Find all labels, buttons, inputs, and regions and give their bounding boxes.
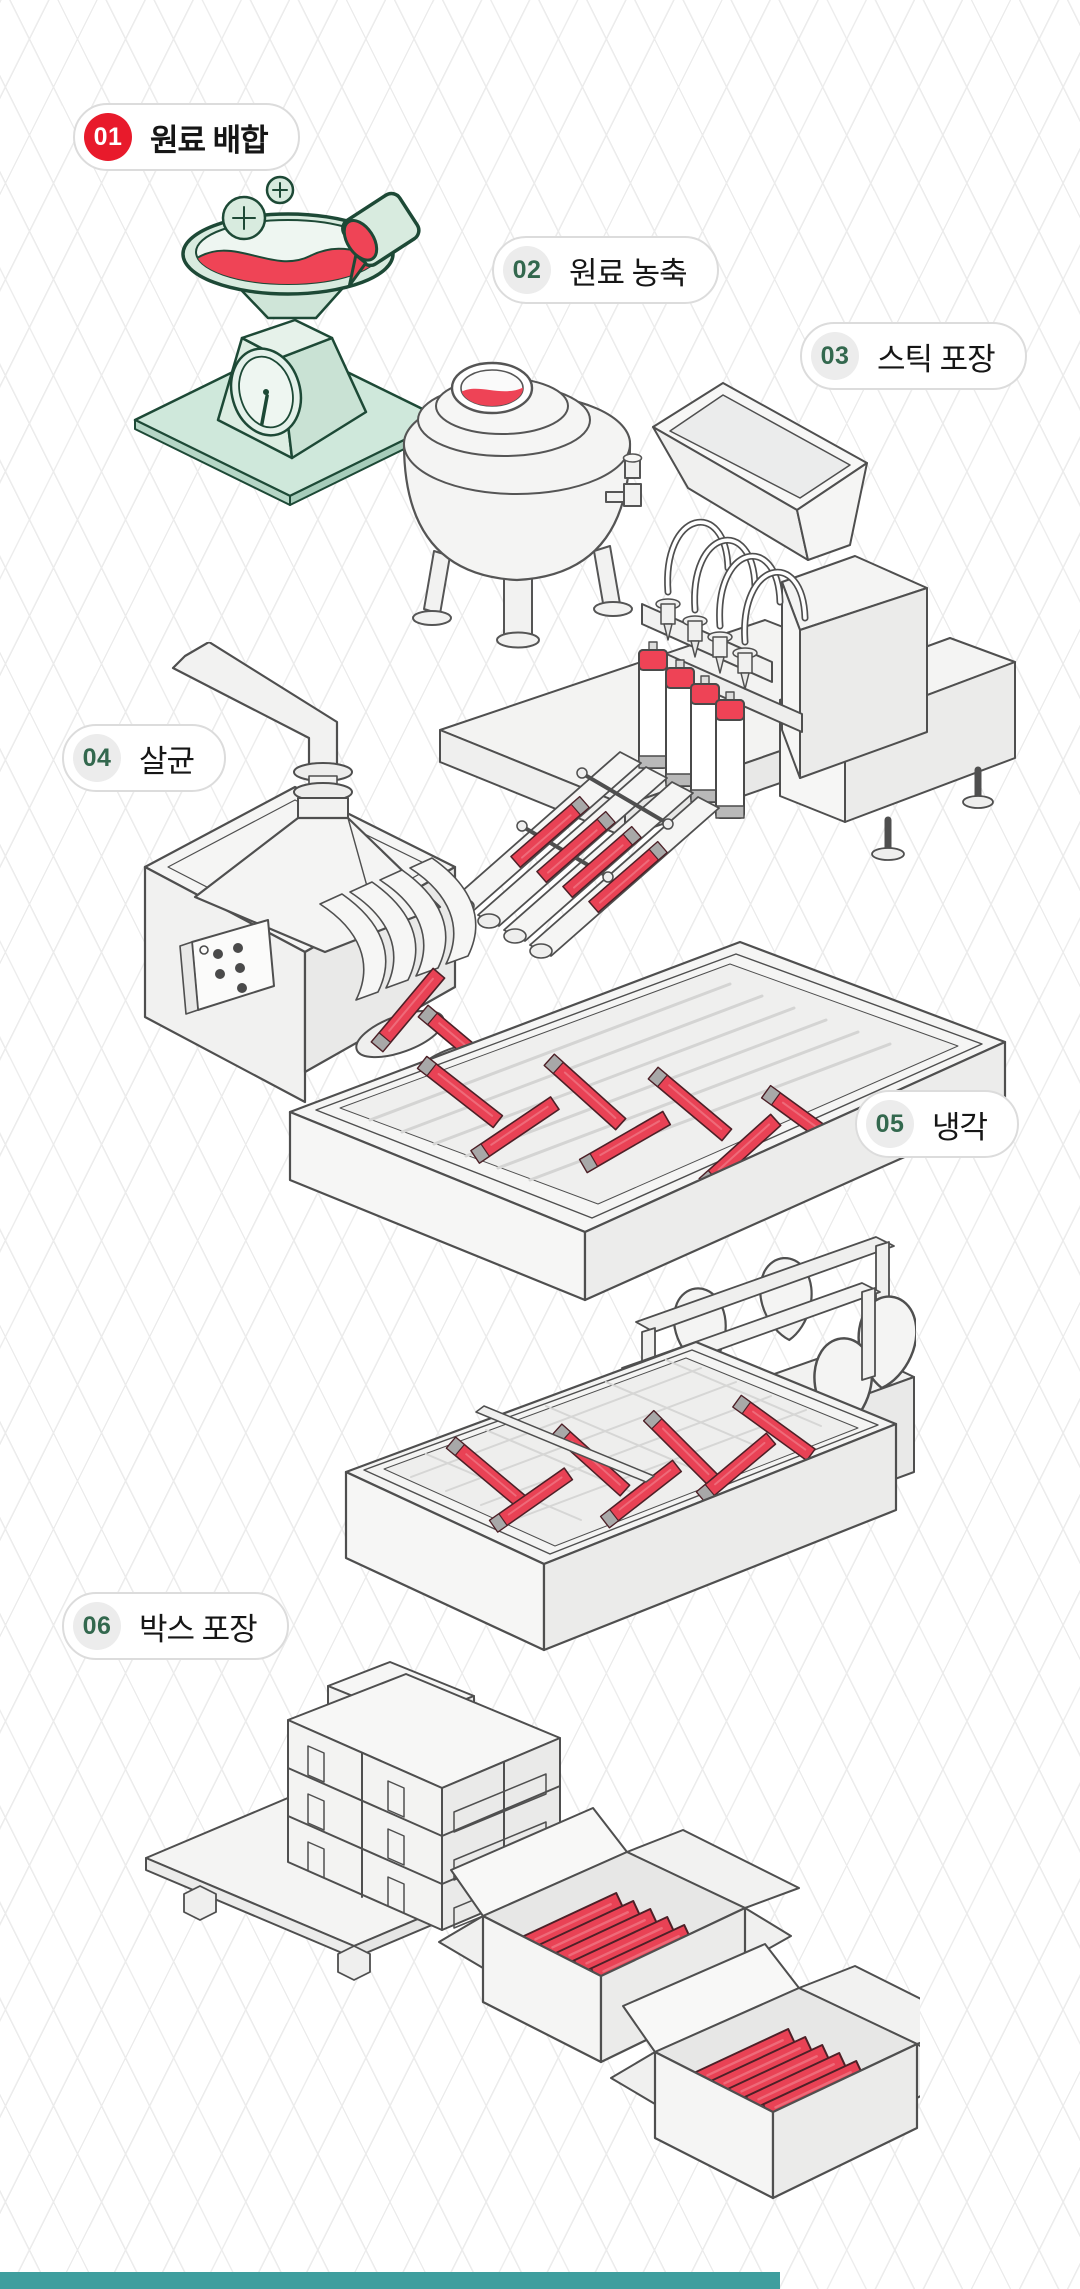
sterilizing-tub [288, 940, 1007, 1302]
illustration-mixing-scale [133, 175, 440, 506]
step-label-text: 원료 농축 [569, 255, 688, 291]
step-number-badge: 05 [866, 1100, 914, 1148]
step-number-badge: 02 [503, 246, 551, 294]
kitchen-scale-body [216, 318, 368, 460]
step-label-04: 04 살균 [62, 724, 227, 792]
machine-tower [781, 555, 928, 779]
step-label-text: 냉각 [932, 1109, 988, 1145]
output-belts [451, 751, 720, 959]
control-panel [179, 919, 275, 1015]
stick-pouches [638, 641, 745, 819]
plus-icon [221, 195, 267, 241]
open-carton [438, 1807, 800, 2064]
step-label-text: 원료 배합 [150, 122, 269, 158]
step-label-03: 03 스틱 포장 [800, 322, 1027, 390]
cooling-bath [344, 1340, 898, 1652]
step-label-02: 02 원료 농축 [492, 236, 719, 304]
plus-icon [265, 175, 295, 205]
illustration-sterilizer-machine [143, 642, 1007, 1302]
illustration-open-boxes [438, 1807, 920, 2206]
step-label-text: 스틱 포장 [877, 341, 996, 377]
nozzles [655, 598, 758, 690]
illustration-stick-filling-machine [439, 382, 1016, 959]
step-label-text: 박스 포장 [139, 1611, 258, 1647]
step-number-badge: 06 [73, 1602, 121, 1650]
scale-dial [229, 347, 303, 437]
footer-accent-bar [0, 2272, 780, 2289]
step-number-badge: 03 [811, 332, 859, 380]
hopper [652, 382, 868, 561]
illustration-cooling-unit [344, 1236, 916, 1652]
tank-spigot [605, 453, 643, 507]
measuring-cup [341, 191, 421, 288]
step-label-01: 01 원료 배합 [73, 103, 300, 171]
illustration-concentration-tank [402, 361, 643, 649]
filling-tubes [664, 518, 809, 646]
step-number-badge: 01 [84, 113, 132, 161]
tank-viewport [450, 361, 534, 415]
step-label-text: 살균 [139, 743, 195, 779]
red-liquid [196, 247, 380, 284]
step-label-05: 05 냉각 [855, 1090, 1020, 1158]
step-label-06: 06 박스 포장 [62, 1592, 289, 1660]
step-number-badge: 04 [73, 734, 121, 782]
